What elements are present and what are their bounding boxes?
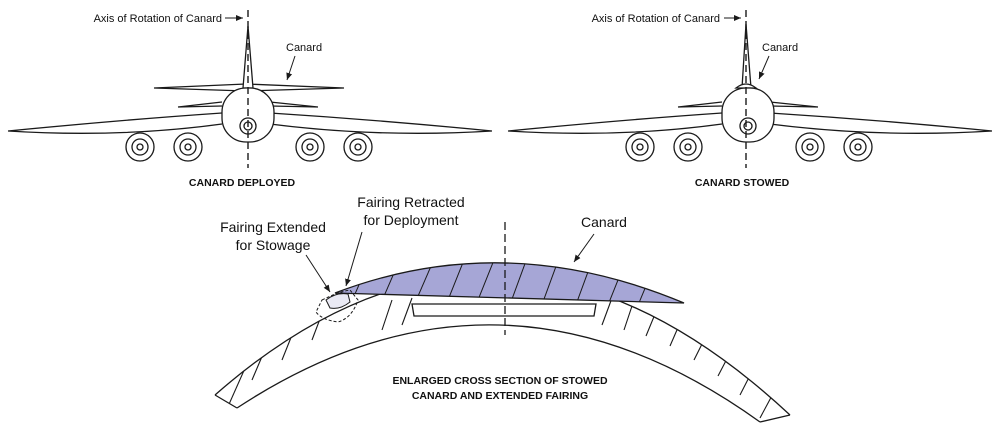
fairing-extended-label-2: for Stowage — [236, 237, 311, 253]
fairing-retracted-leader — [345, 231, 363, 287]
engine-inlet — [739, 117, 757, 135]
fairing-extended — [325, 293, 351, 309]
canard-surface-stowed — [734, 83, 758, 89]
engine-nacelles — [625, 132, 873, 162]
deployed-caption: CANARD DEPLOYED — [189, 177, 296, 189]
cross-section-canard-label: Canard — [581, 214, 627, 230]
axis-label: Axis of Rotation of Canard — [592, 13, 720, 25]
axis-label: Axis of Rotation of Canard — [94, 13, 222, 25]
fairing-extended-leader — [305, 254, 331, 293]
stowed-aircraft-view: Axis of Rotation of Canard Canard CANARD… — [507, 10, 993, 189]
engine-inlet-core — [743, 121, 753, 131]
canard-recess — [411, 303, 597, 317]
engine-nacelles — [125, 132, 373, 162]
canard-leader — [758, 55, 770, 80]
cross-section-caption-2: CANARD AND EXTENDED FAIRING — [412, 390, 588, 402]
horizontal-stabilizer — [177, 101, 319, 108]
main-wing — [7, 112, 493, 134]
fairing-retracted — [315, 289, 359, 323]
canard-leader — [286, 55, 296, 81]
cross-section-view: Fairing Extended for Stowage Fairing Ret… — [214, 194, 791, 423]
cross-section-caption-1: ENLARGED CROSS SECTION OF STOWED — [392, 375, 607, 387]
deployed-aircraft-view: Axis of Rotation of Canard Canard CANARD… — [7, 10, 493, 189]
stowed-caption: CANARD STOWED — [695, 177, 790, 189]
main-wing — [507, 112, 993, 134]
fairing-retracted-label: Fairing Retracted — [357, 194, 464, 210]
fuselage — [721, 87, 775, 143]
canard-label: Canard — [286, 42, 322, 54]
horizontal-stabilizer — [677, 101, 819, 108]
cross-section-canard-leader — [573, 233, 595, 263]
fairing-retracted-label-2: for Deployment — [364, 212, 459, 228]
canard-label: Canard — [762, 42, 798, 54]
fairing-extended-label: Fairing Extended — [220, 219, 326, 235]
stowed-canard-section — [334, 262, 685, 304]
